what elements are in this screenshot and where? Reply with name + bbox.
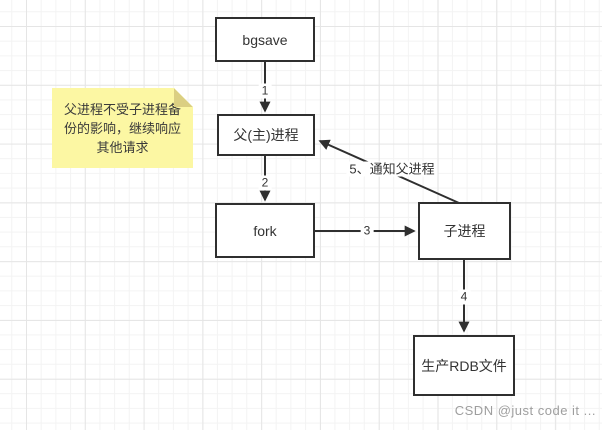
edge-label-2: 2	[258, 175, 272, 191]
sticky-note-line: 其他请求	[96, 139, 149, 155]
note-folded-corner	[174, 88, 193, 107]
watermark: CSDN @just code it ...	[454, 403, 596, 418]
sticky-note-line: 份的影响，继续响应	[63, 120, 181, 136]
sticky-note: 父进程不受子进程备 份的影响，继续响应 其他请求	[52, 88, 193, 168]
sticky-note-line: 父进程不受子进程备	[63, 101, 181, 117]
node-parent-process: 父(主)进程	[217, 114, 315, 156]
edge-label-3: 3	[360, 223, 374, 239]
node-produce-rdb-file: 生产RDB文件	[413, 335, 515, 396]
node-fork: fork	[215, 203, 315, 258]
node-child-process: 子进程	[418, 202, 511, 260]
node-bgsave: bgsave	[215, 17, 315, 62]
edge-label-4: 4	[457, 289, 471, 305]
edge-label-notify-parent: 5、通知父进程	[346, 161, 438, 177]
edge-label-1: 1	[258, 83, 272, 99]
